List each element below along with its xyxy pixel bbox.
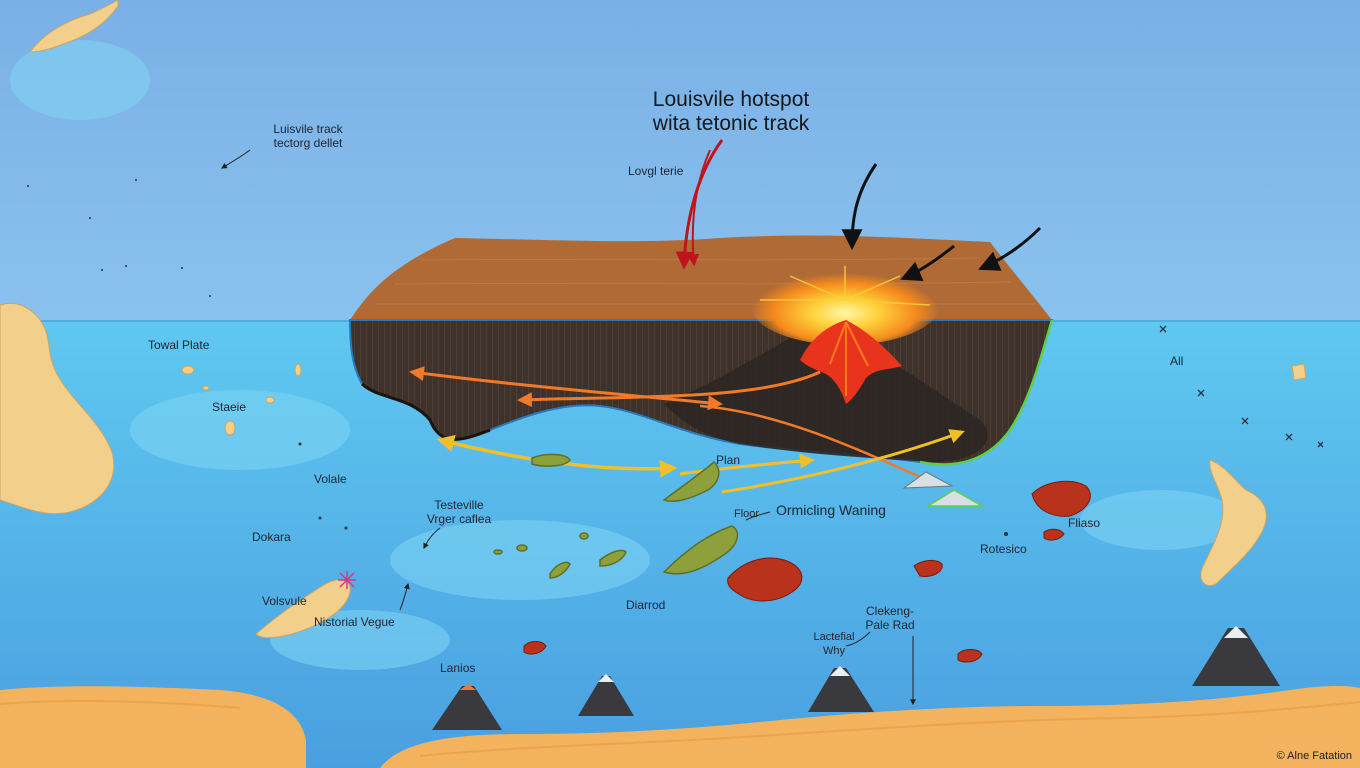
leader-track-note bbox=[220, 149, 251, 169]
label-plan: Plan bbox=[716, 453, 741, 467]
green-seamounts bbox=[493, 453, 739, 579]
australia-coast bbox=[0, 302, 115, 515]
volsvule-island bbox=[255, 579, 351, 639]
glow-rays bbox=[760, 266, 931, 306]
label-stacie: Staeie bbox=[212, 400, 247, 414]
leader-nistorial bbox=[399, 582, 410, 611]
credit: © Alne Fatation bbox=[1276, 750, 1352, 762]
label-track-note: Luisvile track tectorg dellet bbox=[273, 122, 343, 150]
label-dokara: Dokara bbox=[252, 530, 291, 544]
label-clekeng: Clekeng- Pale Rad bbox=[865, 604, 915, 632]
label-volsvule: Volsvule bbox=[262, 594, 307, 608]
crust-top bbox=[350, 235, 1052, 320]
hotspot-glow bbox=[750, 265, 940, 345]
label-towal-plate: Towal Plate bbox=[148, 338, 210, 352]
new-zealand-island bbox=[1200, 459, 1267, 586]
snowy-seamounts bbox=[902, 471, 985, 507]
mantle-plume-body bbox=[664, 320, 988, 462]
label-floor: Floor bbox=[734, 508, 760, 520]
starburst bbox=[338, 571, 356, 589]
small-islet-right bbox=[1291, 363, 1307, 381]
label-ormicling: Ormicling Waning bbox=[776, 502, 886, 518]
label-nistorial: Nistorial Vegue bbox=[314, 615, 395, 629]
magma-flow bbox=[800, 320, 902, 404]
label-fliaso: Fliaso bbox=[1068, 516, 1101, 530]
leader-lactefial bbox=[845, 631, 871, 647]
plate-arrow-2 bbox=[409, 366, 723, 411]
track-arrow-3 bbox=[721, 429, 965, 494]
label-testeville: Testeville Vrger caflea bbox=[426, 498, 492, 526]
label-rotesico: Rotesico bbox=[980, 542, 1027, 556]
scatter-stars bbox=[1159, 325, 1324, 448]
label-volale: Volale bbox=[314, 472, 347, 486]
black-arrow-2 bbox=[900, 244, 955, 282]
label-all: All bbox=[1170, 354, 1184, 368]
label-diarrod: Diarrod bbox=[626, 598, 666, 612]
top-left-island bbox=[28, 0, 119, 53]
land-masses bbox=[0, 0, 1307, 639]
leader-testeville bbox=[423, 527, 441, 550]
diagram-title: Louisvile hotspot wita tetonic track bbox=[652, 88, 810, 135]
label-lanios: Lanios bbox=[440, 661, 476, 675]
seafloor-left bbox=[0, 686, 306, 768]
red-arrow-2 bbox=[687, 149, 711, 267]
seafloor-volcanoes bbox=[432, 626, 1280, 730]
shallow-patches bbox=[10, 40, 1240, 670]
label-lactefial: Lactefial Why bbox=[813, 631, 855, 657]
leader-ormicling bbox=[745, 511, 771, 521]
scatter-dots bbox=[27, 179, 1008, 536]
black-arrow-1 bbox=[841, 163, 878, 251]
plate-arrow-3 bbox=[699, 404, 941, 488]
track-arrow-2 bbox=[679, 453, 815, 476]
black-arrow-3 bbox=[978, 226, 1042, 271]
seafloor-right bbox=[380, 686, 1360, 768]
lava-blobs bbox=[523, 480, 1091, 663]
label-longitude: Lovgl terie bbox=[628, 164, 684, 178]
